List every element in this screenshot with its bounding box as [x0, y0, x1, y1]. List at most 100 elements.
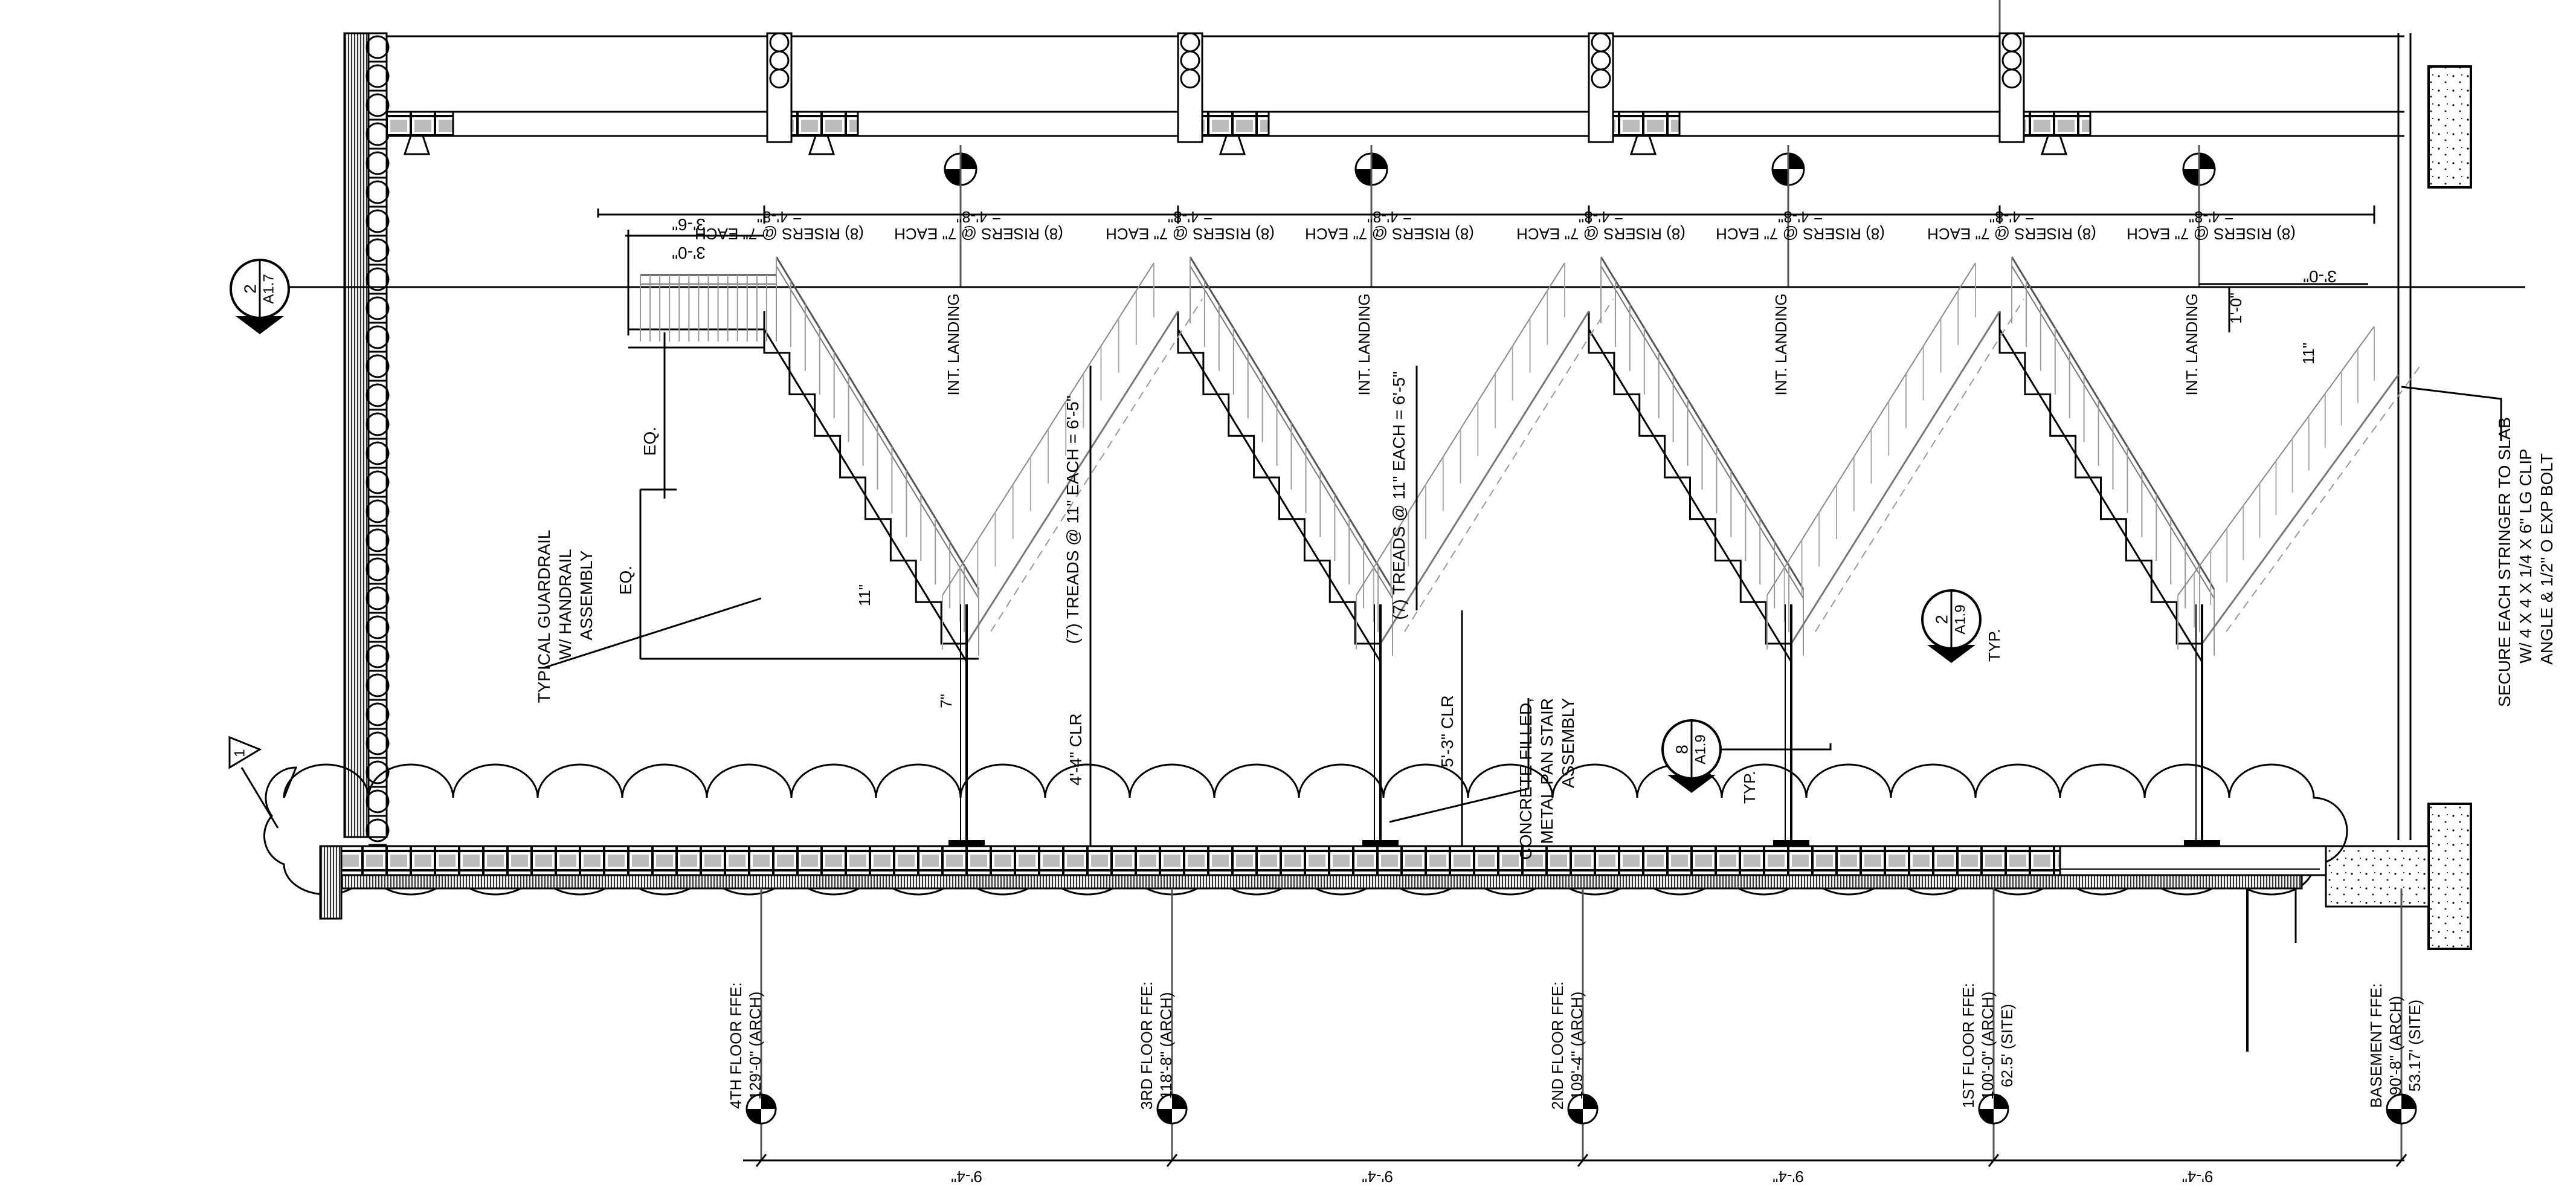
- wall-block-circle: [365, 296, 390, 320]
- post-bolt: [1180, 68, 1200, 89]
- floor-levels: 4TH FLOOR FFE:129'-0" (ARCH) 3RD FLOOR FF…: [727, 888, 2424, 1160]
- riser-total-label: = 4'-8": [956, 208, 1001, 226]
- detail-tag-8-a1-9[interactable]: 8 A1.9: [1661, 719, 1722, 793]
- wall-block-circle: [365, 470, 390, 494]
- stair-flight-far: [2177, 326, 2423, 650]
- floor-elevation: 90'-8" (ARCH): [2386, 996, 2404, 1095]
- clr-left: 4'-4" CLR: [1066, 713, 1085, 786]
- far-hidden: [1404, 299, 1614, 632]
- wall-block-circle: [365, 325, 390, 349]
- detail-leader: [1721, 743, 1832, 751]
- post-base: [1773, 840, 1809, 846]
- marker-fill: [1788, 154, 1804, 169]
- tread-dim-left: 11": [855, 584, 874, 606]
- landing-label: INT. LANDING: [1355, 293, 1373, 395]
- stair-flight-far: [1766, 262, 2024, 650]
- clr-middle: 5'-3" CLR: [1438, 695, 1457, 768]
- dim-left-outer: 3'-6": [672, 215, 706, 234]
- marker-fill: [961, 154, 976, 169]
- section-tag-2-a1-7[interactable]: 2 A1.7: [230, 259, 290, 334]
- far-stringer: [2201, 374, 2400, 644]
- right-concrete-pier: [2325, 33, 2472, 950]
- revision-delta[interactable]: 1: [228, 736, 279, 829]
- marker-fill: [1773, 169, 1788, 185]
- stair-treads: [1588, 311, 1791, 645]
- riser-dimension-line: (8) RISERS @ 7" EACH= 4'-8"(8) RISERS @ …: [598, 205, 2375, 243]
- floor-level-marker[interactable]: 4TH FLOOR FFE:129'-0" (ARCH): [727, 888, 777, 1160]
- stringer-line-1: SECURE EACH STRINGER TO SLAB: [2495, 417, 2514, 707]
- treads-left: (7) TREADS @ 11" EACH = 6'-5": [1063, 395, 1082, 644]
- wall-block-circle: [365, 818, 390, 842]
- floor-elevation: 109'-4" (ARCH): [1568, 992, 1586, 1100]
- column-centerline-marker: [1354, 145, 1388, 287]
- stair-flight-far: [942, 262, 1203, 650]
- floor-elevation: 118'-8" (ARCH): [1157, 992, 1175, 1099]
- floor-name: 1ST FLOOR FFE:: [1959, 983, 1977, 1108]
- guardrail-line-3: ASSEMBLY: [577, 550, 596, 640]
- section-tag-2-a1-9[interactable]: 2 A1.9: [1921, 589, 1982, 663]
- tag-number: 2: [1932, 615, 1951, 624]
- dim-tick: [1166, 1154, 1178, 1167]
- riser-total-label: = 4'-8": [1168, 208, 1212, 226]
- floor-marker-fill: [1568, 1109, 1583, 1124]
- marker-fill: [945, 169, 961, 185]
- marker-fill: [2183, 169, 2199, 185]
- stringer-line-2: W/ 4 X 4 X 1/4 X 6" LG CLIP: [2516, 448, 2535, 663]
- floor-marker-fill: [1979, 1109, 1994, 1124]
- guardrail-line-1: TYPICAL GUARDRAIL: [535, 530, 553, 703]
- wall-block-circle: [365, 383, 390, 407]
- post-bolt: [2001, 68, 2022, 89]
- column-centerline-marker: [1771, 145, 1805, 287]
- stair-flight-far: [1356, 262, 1614, 650]
- stair-flight: [1588, 256, 1805, 662]
- eq-label-1: EQ.: [640, 427, 659, 456]
- bay-dimension-label: 9'-4": [951, 1168, 982, 1186]
- tag-sheet: A1.9: [1952, 604, 1968, 634]
- floor-level-marker[interactable]: 1ST FLOOR FFE:100'-0" (ARCH)62.5' (SITE): [1959, 888, 2016, 1160]
- landing-label: INT. LANDING: [944, 293, 962, 395]
- pan-line-3: ASSEMBLY: [1559, 698, 1577, 788]
- floor-marker-fill: [1172, 1095, 1187, 1109]
- stair-flight: [1177, 256, 1394, 662]
- floor-elevation: 129'-0" (ARCH): [746, 992, 764, 1100]
- floor-name: BASEMENT FFE:: [2367, 983, 2385, 1108]
- beam-anchor: [1629, 135, 1657, 155]
- floor-level-marker[interactable]: 2ND FLOOR FFE:109'-4" (ARCH): [1548, 888, 1599, 1160]
- landing-label: INT. LANDING: [1772, 293, 1790, 395]
- typ-note: TYP.: [1985, 629, 2003, 662]
- post-base: [2184, 840, 2220, 846]
- floor-marker-fill: [761, 1095, 776, 1109]
- floor-marker-fill: [1158, 1109, 1172, 1124]
- column-centerline-marker: [2182, 145, 2216, 287]
- beam-end: [1612, 111, 1681, 137]
- bay-dimension-line: 9'-4"9'-4"9'-4"9'-4": [743, 1154, 2407, 1186]
- floor-name: 3RD FLOOR FFE:: [1138, 981, 1156, 1110]
- post-bolt: [1591, 68, 1611, 89]
- stair-treads: [763, 311, 967, 645]
- marker-fill: [2199, 154, 2215, 169]
- foundation-slab: [319, 845, 2327, 1052]
- eq-label-2: EQ.: [616, 566, 635, 595]
- clearance-dimensions: 4'-4" CLR 5'-3" CLR (7) TREADS @ 11" EAC…: [1063, 366, 1463, 846]
- wall-block-circle: [365, 412, 390, 436]
- wall-block-circle: [365, 702, 390, 726]
- riser-count-label: (8) RISERS @ 7" EACH: [1927, 225, 2096, 243]
- stringer-line-3: ANGLE & 1/2" O EXP BOLT: [2537, 453, 2556, 665]
- wall-block-circle: [365, 644, 390, 668]
- floor-level-marker[interactable]: 3RD FLOOR FFE:118'-8" (ARCH): [1138, 888, 1188, 1160]
- wall-block-circle: [365, 789, 390, 813]
- riser-count-label: (8) RISERS @ 7" EACH: [1106, 225, 1275, 243]
- wall-block-circle: [365, 673, 390, 697]
- riser-total-label: = 4'-8": [1778, 208, 1823, 226]
- wall-block-circle: [365, 499, 390, 523]
- wall-block-circle: [365, 151, 390, 175]
- top-left-dimensions: 3'-6" 3'-0": [597, 209, 764, 335]
- tag-number: 2: [240, 284, 259, 294]
- beam-anchor: [1219, 135, 1246, 155]
- dim-tick: [2395, 1154, 2407, 1167]
- dim-right-vertical: 1'-0": [2227, 293, 2245, 324]
- floor-level-marker[interactable]: BASEMENT FFE:90'-8" (ARCH)53.17' (SITE): [2367, 888, 2424, 1160]
- beam-anchor: [808, 135, 836, 155]
